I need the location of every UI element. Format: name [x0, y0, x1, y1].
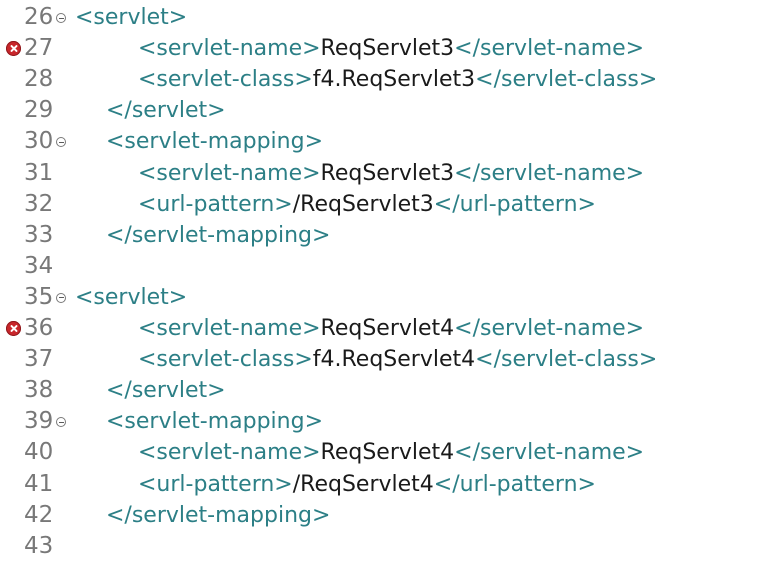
code-text[interactable]: <servlet-mapping>	[106, 406, 323, 437]
code-text[interactable]: <servlet>	[75, 282, 187, 313]
error-marker-icon[interactable]	[6, 41, 21, 57]
code-text[interactable]: <servlet>	[75, 2, 187, 33]
line-number: 33	[24, 221, 54, 248]
code-text[interactable]: <url-pattern>/ReqServlet4</url-pattern>	[138, 469, 596, 500]
xml-tag: <servlet-name>	[138, 440, 321, 466]
code-text[interactable]: <servlet-mapping>	[106, 126, 323, 157]
code-text[interactable]: <servlet-name>ReqServlet3</servlet-name>	[138, 158, 644, 189]
xml-tag: <servlet-class>	[138, 347, 313, 373]
xml-tag: </servlet-class>	[475, 67, 658, 93]
xml-tag: <url-pattern>	[138, 471, 293, 497]
xml-tag: </url-pattern>	[433, 191, 596, 217]
xml-text-value: f4.ReqServlet3	[312, 67, 476, 93]
code-line[interactable]: 27 <servlet-name>ReqServlet3</servlet-nam…	[0, 33, 784, 64]
code-text[interactable]: <servlet-name>ReqServlet4</servlet-name>	[138, 313, 644, 344]
line-number: 34	[24, 252, 54, 279]
xml-tag: </servlet-mapping>	[106, 222, 331, 248]
fold-collapse-icon[interactable]	[56, 137, 66, 148]
xml-text-value: /ReqServlet4	[292, 471, 434, 497]
code-line[interactable]: 41 <url-pattern>/ReqServlet4</url-pattern…	[0, 469, 784, 500]
xml-tag: <servlet-name>	[138, 160, 321, 186]
code-line[interactable]: 39 <servlet-mapping>	[0, 406, 784, 437]
code-line[interactable]: 42 </servlet-mapping>	[0, 500, 784, 531]
code-line[interactable]: 38 </servlet>	[0, 375, 784, 406]
code-line[interactable]: 31 <servlet-name>ReqServlet3</servlet-nam…	[0, 158, 784, 189]
line-number: 28	[24, 66, 54, 93]
line-number: 38	[24, 377, 54, 404]
code-text[interactable]: <servlet-name>ReqServlet4</servlet-name>	[138, 437, 644, 468]
xml-tag: <servlet-class>	[138, 67, 313, 93]
xml-tag: </servlet-name>	[454, 160, 645, 186]
xml-text-value: f4.ReqServlet4	[312, 347, 476, 373]
xml-text-value: ReqServlet4	[320, 316, 455, 341]
line-number: 37	[24, 346, 54, 373]
code-text[interactable]: <url-pattern>/ReqServlet3</url-pattern>	[138, 189, 596, 220]
code-line[interactable]: 36 <servlet-name>ReqServlet4</servlet-nam…	[0, 313, 784, 344]
line-number: 43	[24, 532, 54, 559]
error-marker-icon[interactable]	[6, 321, 21, 336]
xml-tag: </url-pattern>	[433, 471, 596, 497]
line-number: 40	[24, 439, 54, 466]
code-line[interactable]: 33 </servlet-mapping>	[0, 220, 784, 251]
xml-tag: <servlet-name>	[138, 316, 321, 341]
code-text[interactable]: </servlet-mapping>	[106, 220, 330, 251]
xml-tag: <servlet>	[75, 284, 188, 310]
line-number: 36	[24, 315, 54, 341]
fold-collapse-icon[interactable]	[56, 13, 66, 23]
code-text[interactable]: <servlet-class>f4.ReqServlet4</servlet-c…	[138, 344, 657, 375]
xml-tag: <servlet-mapping>	[106, 129, 324, 155]
code-line[interactable]: 28 <servlet-class>f4.ReqServlet3</servlet…	[0, 64, 784, 95]
xml-text-value: ReqServlet4	[320, 440, 455, 466]
line-number: 26	[24, 4, 54, 30]
code-line[interactable]: 40 <servlet-name>ReqServlet4</servlet-nam…	[0, 437, 784, 468]
xml-tag: </servlet-mapping>	[106, 502, 331, 528]
code-line[interactable]: 29 </servlet>	[0, 95, 784, 126]
code-line[interactable]: 35 <servlet>	[0, 282, 784, 313]
code-text[interactable]: <servlet-name>ReqServlet3</servlet-name>	[138, 33, 644, 64]
line-number: 39	[24, 408, 54, 435]
code-line[interactable]: 37 <servlet-class>f4.ReqServlet4</servlet…	[0, 344, 784, 375]
line-number: 42	[24, 501, 54, 528]
xml-text-value: ReqServlet3	[320, 160, 455, 186]
fold-collapse-icon[interactable]	[56, 292, 66, 303]
code-line[interactable]: 32 <url-pattern>/ReqServlet3</url-pattern…	[0, 189, 784, 220]
line-number: 32	[24, 190, 54, 217]
xml-tag: </servlet-class>	[475, 347, 658, 373]
line-number: 35	[24, 283, 54, 310]
xml-tag: <url-pattern>	[138, 191, 293, 217]
xml-text-value: ReqServlet3	[320, 36, 455, 62]
code-text[interactable]: </servlet>	[106, 95, 226, 126]
code-line[interactable]: 30 <servlet-mapping>	[0, 126, 784, 157]
xml-tag: <servlet>	[75, 5, 188, 30]
line-number: 30	[24, 128, 54, 155]
xml-tag: </servlet>	[106, 98, 226, 124]
fold-collapse-icon[interactable]	[56, 417, 66, 428]
xml-tag: </servlet-name>	[454, 440, 645, 466]
code-text[interactable]: <servlet-class>f4.ReqServlet3</servlet-c…	[138, 64, 657, 95]
xml-tag: </servlet>	[106, 378, 226, 404]
line-number: 29	[24, 97, 54, 124]
line-number: 41	[24, 470, 54, 497]
xml-tag: </servlet-name>	[454, 316, 645, 341]
xml-tag: <servlet-name>	[138, 36, 321, 62]
xml-tag: <servlet-mapping>	[106, 409, 324, 435]
line-number: 31	[24, 159, 54, 186]
line-number: 27	[24, 35, 54, 62]
code-text[interactable]: </servlet>	[106, 375, 226, 406]
code-line[interactable]: 43	[0, 531, 784, 562]
code-line[interactable]: 26 <servlet>	[0, 2, 784, 33]
xml-tag: </servlet-name>	[454, 36, 645, 62]
code-text[interactable]: </servlet-mapping>	[106, 500, 330, 531]
code-line[interactable]: 34	[0, 251, 784, 282]
line-number-gutter	[0, 0, 72, 562]
xml-text-value: /ReqServlet3	[292, 191, 434, 217]
